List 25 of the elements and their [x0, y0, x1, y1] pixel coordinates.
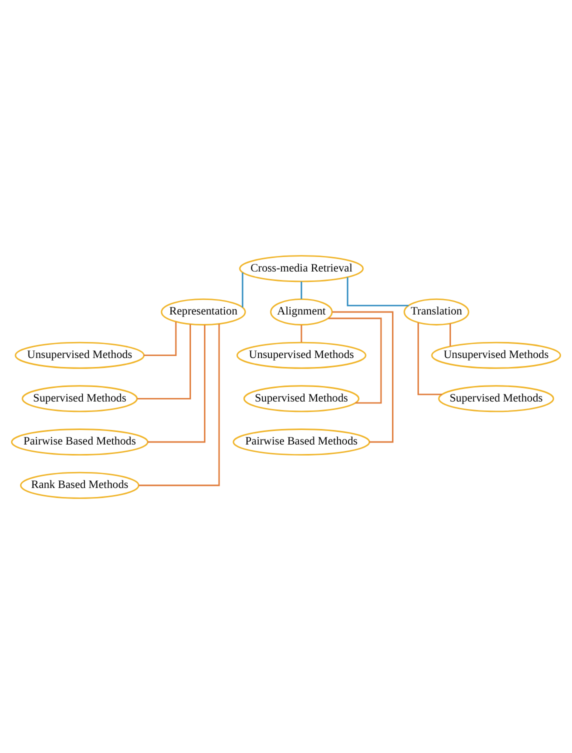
connector	[300, 324, 302, 342]
node-ellipse: Pairwise Based Methods	[10, 428, 148, 456]
connector	[418, 322, 442, 395]
connector	[346, 276, 409, 306]
node-ellipse: Translation	[404, 298, 470, 325]
node-ellipse: Unsupervised Methods	[14, 341, 145, 368]
node-ellipse: Supervised Methods	[438, 384, 554, 412]
node-ellipse: Representation	[160, 298, 246, 325]
connector	[137, 324, 191, 399]
node-ellipse: Supervised Methods	[243, 384, 360, 412]
node-ellipse: Cross-media Retrieval	[239, 254, 364, 282]
connector	[450, 323, 451, 346]
node-ellipse: Unsupervised Methods	[431, 341, 562, 368]
connector	[328, 317, 382, 404]
node-ellipse: Rank Based Methods	[20, 471, 140, 498]
node-ellipse: Unsupervised Methods	[236, 341, 366, 368]
node-ellipse: Alignment	[270, 298, 333, 325]
node-ellipse: Supervised Methods	[22, 384, 138, 412]
connector	[300, 281, 302, 298]
connector	[138, 323, 220, 486]
connector	[332, 310, 394, 442]
connector	[148, 324, 206, 442]
node-ellipse: Pairwise Based Methods	[232, 428, 370, 456]
connector	[242, 272, 244, 307]
connector	[144, 321, 177, 356]
